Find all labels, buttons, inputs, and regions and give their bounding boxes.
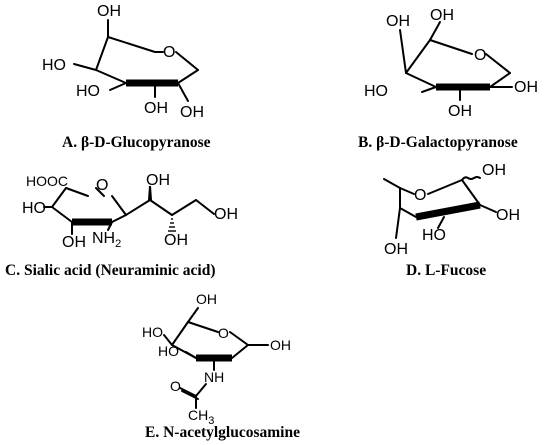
oh4-label: HO bbox=[42, 57, 66, 74]
caption-glucopyranose: A. β-D-Glucopyranose bbox=[62, 134, 211, 151]
oh3-label: HO bbox=[422, 227, 446, 244]
side-chain-oh1-label: OH bbox=[146, 172, 170, 189]
oh2-label: OH bbox=[448, 103, 472, 120]
oh3-label: HO bbox=[364, 83, 388, 100]
oh1-label: OH bbox=[270, 337, 291, 353]
methyl-label: CH3 bbox=[188, 407, 214, 427]
ring-oxygen-label: O bbox=[96, 177, 108, 194]
ring-oxygen-label: O bbox=[474, 47, 486, 64]
oh1-label: OH bbox=[482, 162, 506, 179]
carbonyl-oxygen-label: O bbox=[170, 378, 181, 394]
ring-oxygen-label: O bbox=[218, 325, 229, 341]
oh4-label: OH bbox=[384, 241, 408, 258]
oh6-label: OH bbox=[97, 3, 121, 20]
oh4-label: HO bbox=[142, 324, 163, 340]
caption-n-acetylglucosamine: E. N-acetylglucosamine bbox=[145, 424, 300, 441]
oh1-label: OH bbox=[180, 104, 204, 121]
caption-fucose: D. L-Fucose bbox=[406, 262, 486, 279]
side-chain-oh3-label: OH bbox=[214, 206, 238, 223]
ring-oh-label: OH bbox=[62, 234, 86, 251]
caption-sialic-acid: C. Sialic acid (Neuraminic acid) bbox=[5, 262, 216, 279]
nh2-label: NH2 bbox=[92, 230, 121, 250]
side-chain-oh2-label: OH bbox=[164, 232, 188, 249]
oh2-label: OH bbox=[496, 207, 520, 224]
oh3-label: HO bbox=[158, 343, 179, 359]
structure-galactopyranose: OH OH O HO OH OH bbox=[364, 7, 538, 120]
oh6-label: OH bbox=[196, 291, 217, 307]
cooh-label: HOOC bbox=[26, 173, 68, 189]
oh2-label: OH bbox=[144, 100, 168, 117]
structure-sialic-acid: HOOC O OH HO OH OH NH2 OH bbox=[22, 172, 238, 251]
oh4-label: OH bbox=[386, 13, 410, 30]
nh-label: NH bbox=[204, 369, 224, 385]
structure-glucopyranose: OH O HO HO OH OH bbox=[42, 3, 204, 121]
structure-n-acetylglucosamine: OH O HO HO OH NH O CH3 bbox=[142, 291, 291, 427]
caption-galactopyranose: B. β-D-Galactopyranose bbox=[358, 134, 518, 151]
ring-oxygen-label: O bbox=[163, 44, 175, 61]
oh4-label: HO bbox=[22, 200, 46, 217]
oh6-label: OH bbox=[430, 7, 454, 24]
structure-fucose: O OH OH HO OH bbox=[383, 162, 520, 258]
ring-oxygen-label: O bbox=[414, 187, 426, 204]
oh1-label: OH bbox=[514, 79, 538, 96]
oh3-label: HO bbox=[76, 83, 100, 100]
